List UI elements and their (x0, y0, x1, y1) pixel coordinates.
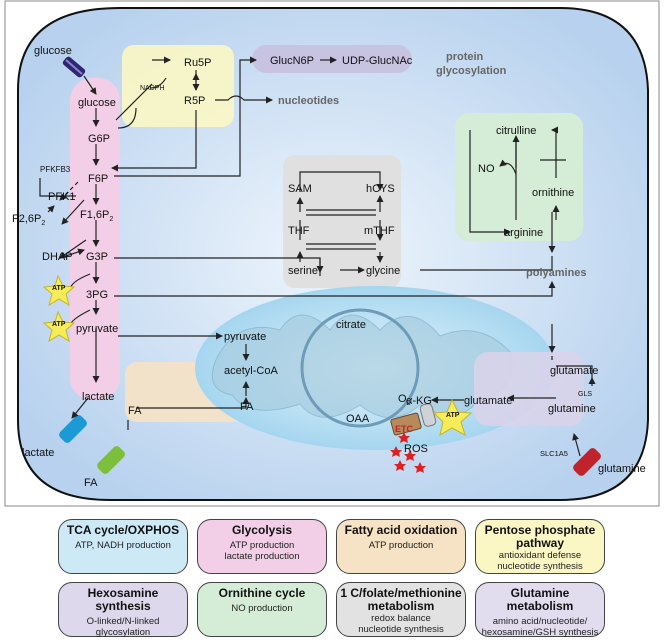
f16p2-label: F1,6P2 (80, 209, 113, 223)
ru5p-label: Ru5P (184, 57, 212, 69)
g3p-label: G3P (86, 251, 108, 263)
ornithine-label: ornithine (532, 187, 574, 199)
acetyl-coa-label: acetyl-CoA (224, 365, 278, 377)
atp-star (42, 310, 76, 343)
atp-label: ATP (446, 412, 460, 419)
pyruvate-mito-label: pyruvate (224, 331, 266, 343)
pfkfb3-label: PFKFB3 (40, 165, 71, 174)
legend-one-carbon: 1 C/folate/methionine metabolism redox b… (336, 582, 466, 637)
mthf-label: mTHF (364, 225, 395, 237)
glucose-label: glucose (78, 97, 116, 109)
glutamate-mito-label: glutamate (464, 395, 512, 407)
legend-ornithine: Ornithine cycle NO production (197, 582, 327, 637)
r5p-label: R5P (184, 95, 205, 107)
legend-title: Fatty acid oxidation (344, 523, 458, 537)
glutamine-outside-label: glutamine (598, 463, 646, 475)
udp-glucnac-label: UDP-GlucNAc (342, 55, 413, 67)
f26p2-label: F2,6P2 (12, 213, 45, 227)
lactate-outside-label: lactate (22, 447, 54, 459)
etc-complex (390, 403, 437, 436)
glucose-outside-label: glucose (34, 45, 72, 57)
metabolic-pathway-diagram: glucose glucose G6P F6P F1,6P2 G3P DHAP … (4, 0, 660, 507)
atp-star (42, 274, 76, 307)
legend-title: Pentose phosphate pathway (484, 523, 596, 550)
atp-label: ATP (52, 285, 66, 292)
dhap-label: DHAP (42, 251, 73, 263)
legend-title: Ornithine cycle (218, 586, 306, 600)
glycolysis-region (70, 78, 120, 400)
thf-label: THF (288, 225, 310, 237)
lactate-label: lactate (82, 391, 114, 403)
lactate-transporter (59, 415, 87, 443)
g6p-label: G6P (88, 133, 110, 145)
nucleotides-label: nucleotides (278, 95, 339, 107)
glucose-transporter (62, 56, 86, 78)
protein-glycosylation-label-2: glycosylation (436, 65, 507, 77)
arginine-label: arginine (504, 227, 543, 239)
legend-desc: antioxidant defense nucleotide synthesis (497, 550, 583, 572)
legend-glycolysis: Glycolysis ATP production lactate produc… (197, 519, 327, 574)
legend-pentose: Pentose phosphate pathway antioxidant de… (475, 519, 605, 574)
ros-stars (390, 432, 426, 473)
sam-label: SAM (288, 183, 312, 195)
oaa-label: OAA (346, 413, 370, 425)
atp-star (432, 398, 473, 437)
slc1a5-transporter (573, 448, 601, 476)
fa-outside-label: FA (84, 477, 98, 489)
ornithine-cycle-region (455, 113, 583, 241)
tca-cycle-ring (300, 308, 420, 428)
legend-desc: ATP, NADH production (75, 540, 171, 551)
citrulline-label: citrulline (496, 125, 536, 137)
legend-desc: ATP production (368, 540, 434, 551)
legend-title: 1 C/folate/methionine metabolism (340, 586, 462, 613)
legend-title: TCA cycle/OXPHOS (66, 523, 180, 537)
3pg-label: 3PG (86, 289, 108, 301)
glutamine-in-label: glutamine (548, 403, 596, 415)
one-carbon-region (283, 155, 401, 288)
nadph-label: NADPH (140, 85, 165, 92)
fa-transporter (97, 446, 125, 474)
pfk1-label: PFK1 (48, 191, 76, 203)
glutamine-region (474, 352, 584, 426)
akg-label: α-KG (406, 395, 432, 407)
glycine-label: glycine (366, 265, 400, 277)
pyruvate-label: pyruvate (76, 323, 118, 335)
legend-title: Hexosamine synthesis (87, 586, 159, 613)
atp-label: ATP (52, 321, 66, 328)
polyamines-label: polyamines (526, 267, 587, 279)
pentose-phosphate-region (122, 45, 234, 127)
gls-label: GLS (578, 391, 592, 398)
glucn6p-label: GlucN6P (270, 55, 314, 67)
citrate-label: citrate (336, 319, 366, 331)
glutamate-cyto-label: glutamate (550, 365, 598, 377)
fa-cyto-label: FA (128, 405, 142, 417)
one-carbon-arrows (296, 171, 384, 263)
legend-title: Glycolysis (231, 523, 293, 537)
legend-tca: TCA cycle/OXPHOS ATP, NADH production (58, 519, 188, 574)
legend-fatty-acid: Fatty acid oxidation ATP production (336, 519, 466, 574)
ornithine-cycle-arrows (469, 126, 566, 236)
o2-label: O2 (398, 393, 411, 407)
no-label: NO (478, 163, 495, 175)
ros-label: ROS (404, 443, 428, 455)
hcys-label: hCYS (366, 183, 395, 195)
metabolite-labels: glucose glucose G6P F6P F1,6P2 G3P DHAP … (12, 45, 646, 489)
legend-hexosamine: Hexosamine synthesis O-linked/N-linked g… (58, 582, 188, 638)
protein-glycosylation-label-1: protein (446, 51, 484, 63)
legend-glutamine: Glutamine metabolism amino acid/nucleoti… (475, 582, 605, 638)
f6p-label: F6P (88, 173, 108, 185)
fa-mito-label: FA (240, 401, 254, 413)
legend-desc: ATP production lactate production (224, 540, 300, 562)
legend-desc: amino acid/nucleotide/ hexosamine/GSH sy… (481, 616, 599, 638)
legend-desc: O-linked/N-linked glycosylation (86, 616, 160, 638)
legend-desc: redox balance nucleotide synthesis (358, 613, 444, 635)
legend-desc: NO production (231, 603, 293, 614)
slc1a5-label: SLC1A5 (540, 449, 568, 458)
etc-label: ETC (395, 424, 414, 434)
serine-label: serine (288, 265, 318, 277)
legend-title: Glutamine metabolism (506, 586, 574, 613)
